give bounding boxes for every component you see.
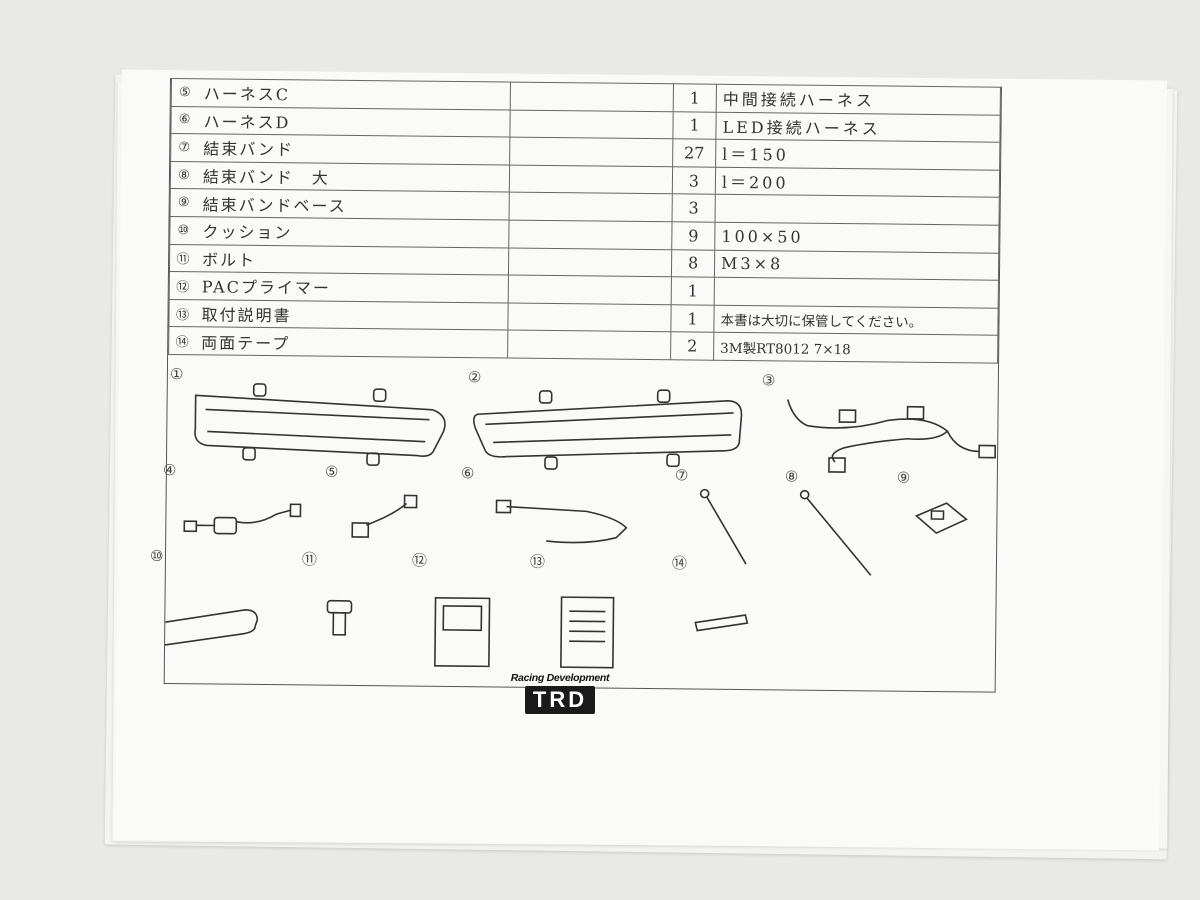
large-cable-tie-drawing [799, 489, 872, 576]
item-number-cell: ⑥ [170, 106, 198, 134]
note-cell: 本書は大切に保管してください。 [713, 304, 999, 336]
note-cell: M3×8 [714, 249, 999, 281]
illustration-drawings [152, 383, 997, 669]
item-number-12: ⑫ [411, 551, 428, 570]
trd-logo: Racing Development TRD [500, 672, 620, 714]
harness-a-drawing [786, 399, 997, 473]
part-number-cell [507, 302, 672, 333]
part-number-cell [509, 109, 674, 139]
part-name-cell: クッション [196, 216, 510, 248]
item-number-9: ⑨ [896, 468, 911, 487]
part-number-cell [509, 192, 673, 222]
item-number-cell: ⑪ [169, 244, 197, 272]
note-cell [715, 194, 1000, 226]
note-cell: l＝150 [715, 139, 1000, 170]
harness-b-drawing [183, 503, 302, 535]
quantity-cell: 27 [672, 138, 716, 167]
item-number-cell: ⑧ [170, 161, 198, 190]
part-number-cell [508, 220, 673, 250]
note-cell: l＝200 [715, 166, 1000, 198]
item-number-cell: ⑦ [170, 133, 198, 162]
harness-d-drawing [495, 499, 628, 544]
double-tape-drawing [694, 614, 749, 632]
item-number-10: ⑩ [149, 546, 164, 565]
cushion-drawing [152, 609, 259, 646]
item-number-cell: ⑩ [169, 216, 197, 245]
item-number-5: ⑤ [324, 462, 339, 481]
item-number-cell: ⑭ [168, 326, 196, 355]
part-name-cell: ボルト [195, 244, 509, 276]
note-cell: 3M製RT8012 7×18 [713, 332, 998, 364]
harness-c-drawing [351, 494, 418, 538]
part-number-cell [510, 82, 674, 112]
cable-tie-drawing [699, 488, 747, 565]
item-number-11: ⑪ [301, 550, 318, 569]
item-number-4: ④ [162, 460, 177, 480]
logo-mark: TRD [524, 686, 596, 714]
quantity-cell: 2 [670, 332, 714, 361]
logo-tagline: Racing Development [510, 672, 610, 684]
note-cell: 中間接続ハーネス [716, 84, 1001, 115]
primer-drawing [434, 597, 491, 668]
part-number-cell [509, 137, 673, 167]
bolt-drawing [326, 599, 353, 636]
quantity-cell: 9 [671, 221, 716, 250]
item-number-3: ③ [761, 371, 776, 390]
note-cell: LED接続ハーネス [715, 111, 1001, 143]
part-number-cell [507, 330, 671, 360]
item-number-6: ⑥ [460, 464, 475, 483]
part-name-cell: 結束バンド [197, 133, 510, 165]
part-name-cell: PACプライマー [195, 271, 509, 303]
part-number-cell [508, 275, 672, 305]
quantity-cell: 1 [673, 83, 717, 112]
item-number-8: ⑧ [784, 467, 799, 486]
item-number-13: ⑬ [529, 552, 546, 571]
quantity-cell: 3 [672, 166, 716, 195]
note-cell: 100×50 [714, 222, 1000, 253]
manual-drawing [560, 596, 615, 669]
item-number-2: ② [467, 368, 482, 387]
quantity-cell: 8 [671, 249, 715, 278]
parts-illustrations: ① ② ③ ④ ⑤ ⑥ ⑦ ⑧ ⑨ ⑩ ⑪ ⑫ ⑬ ⑭ [150, 365, 998, 692]
item-number-cell: ⑬ [168, 299, 196, 328]
part-name-cell: ハーネスD [197, 106, 511, 138]
quantity-cell: 3 [672, 194, 716, 223]
note-cell [714, 277, 999, 308]
part-number-cell [508, 247, 672, 277]
lamp-right-drawing [473, 389, 743, 470]
item-number-cell: ⑨ [170, 188, 197, 217]
lamp-left-drawing [194, 383, 446, 466]
part-name-cell: 両面テープ [195, 327, 508, 358]
item-number-14: ⑭ [671, 554, 688, 573]
item-number-cell: ⑫ [169, 271, 196, 300]
tie-base-drawing [914, 502, 968, 534]
item-number-cell: ⑤ [171, 78, 198, 107]
quantity-cell: 1 [670, 304, 715, 333]
part-name-cell: 結束バンド 大 [196, 161, 510, 193]
part-name-cell: 結束バンドベース [196, 189, 510, 221]
part-name-cell: ハーネスC [197, 78, 511, 110]
item-number-7: ⑦ [674, 466, 689, 485]
part-name-cell: 取付説明書 [195, 299, 509, 331]
item-number-1: ① [169, 365, 184, 384]
quantity-cell: 1 [672, 111, 717, 140]
quantity-cell: 1 [671, 276, 715, 305]
part-number-cell [509, 164, 673, 195]
